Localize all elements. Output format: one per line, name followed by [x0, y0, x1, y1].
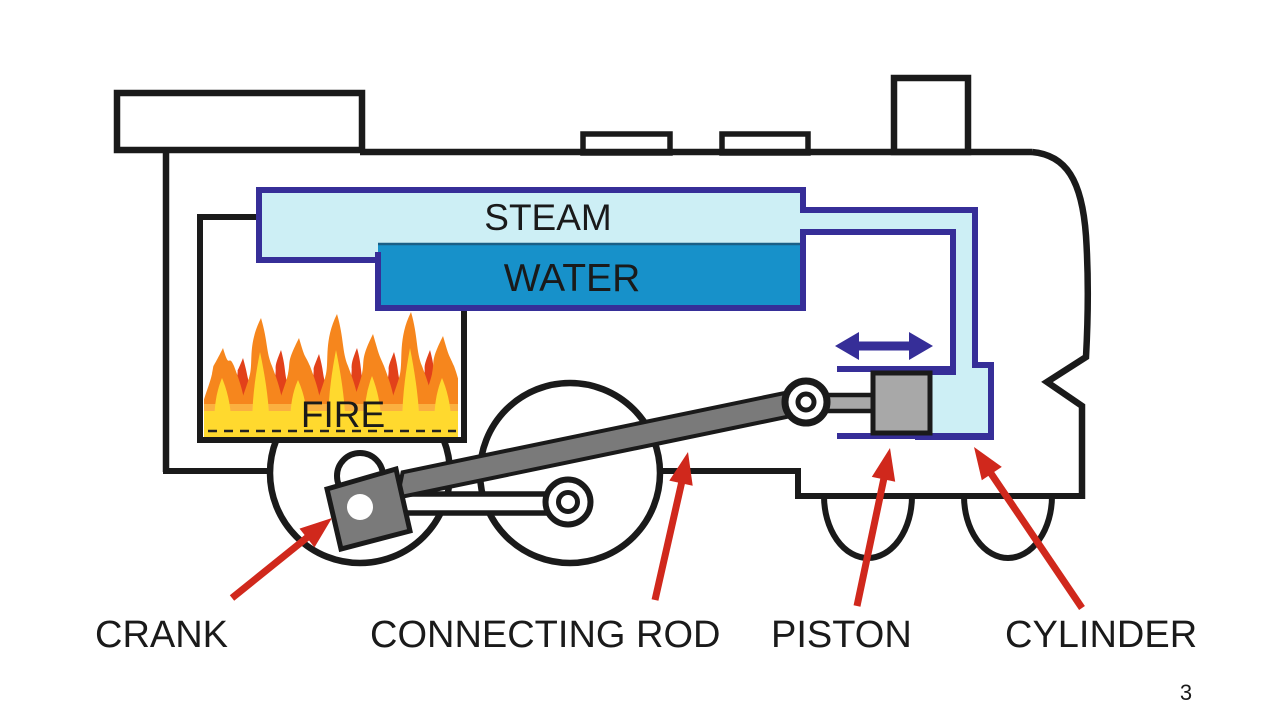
- body-front-profile: [1031, 148, 1092, 499]
- coupling-rod: [396, 491, 565, 516]
- crank-label: CRANK: [95, 614, 228, 656]
- cylinder-label: CYLINDER: [1005, 614, 1197, 656]
- chimney: [113, 89, 366, 154]
- piston: [870, 370, 933, 436]
- flames: [204, 312, 458, 437]
- piston-callout-arrow: [853, 448, 896, 607]
- crankpin-right-center: [556, 490, 580, 514]
- water-label: WATER: [504, 257, 640, 300]
- boiler-water: [378, 243, 803, 308]
- fire-label: FIRE: [301, 394, 385, 435]
- small-wheel-arch-right: [961, 495, 1055, 561]
- connecting-rod-label: CONNECTING ROD: [370, 614, 720, 656]
- piston-motion-arrow-icon: [835, 332, 933, 360]
- crank-hole: [347, 494, 373, 520]
- steam-dome: [890, 74, 972, 156]
- water-border: [375, 232, 806, 311]
- crosshead-eye-center: [795, 391, 817, 413]
- page-number: 3: [1180, 680, 1192, 705]
- steam-label: STEAM: [484, 197, 611, 238]
- crank-callout-arrow: [229, 518, 332, 601]
- cylinder-callout-arrow: [974, 447, 1085, 610]
- connecting-rod-callout-arrow: [651, 452, 693, 601]
- piston-label: PISTON: [771, 614, 912, 656]
